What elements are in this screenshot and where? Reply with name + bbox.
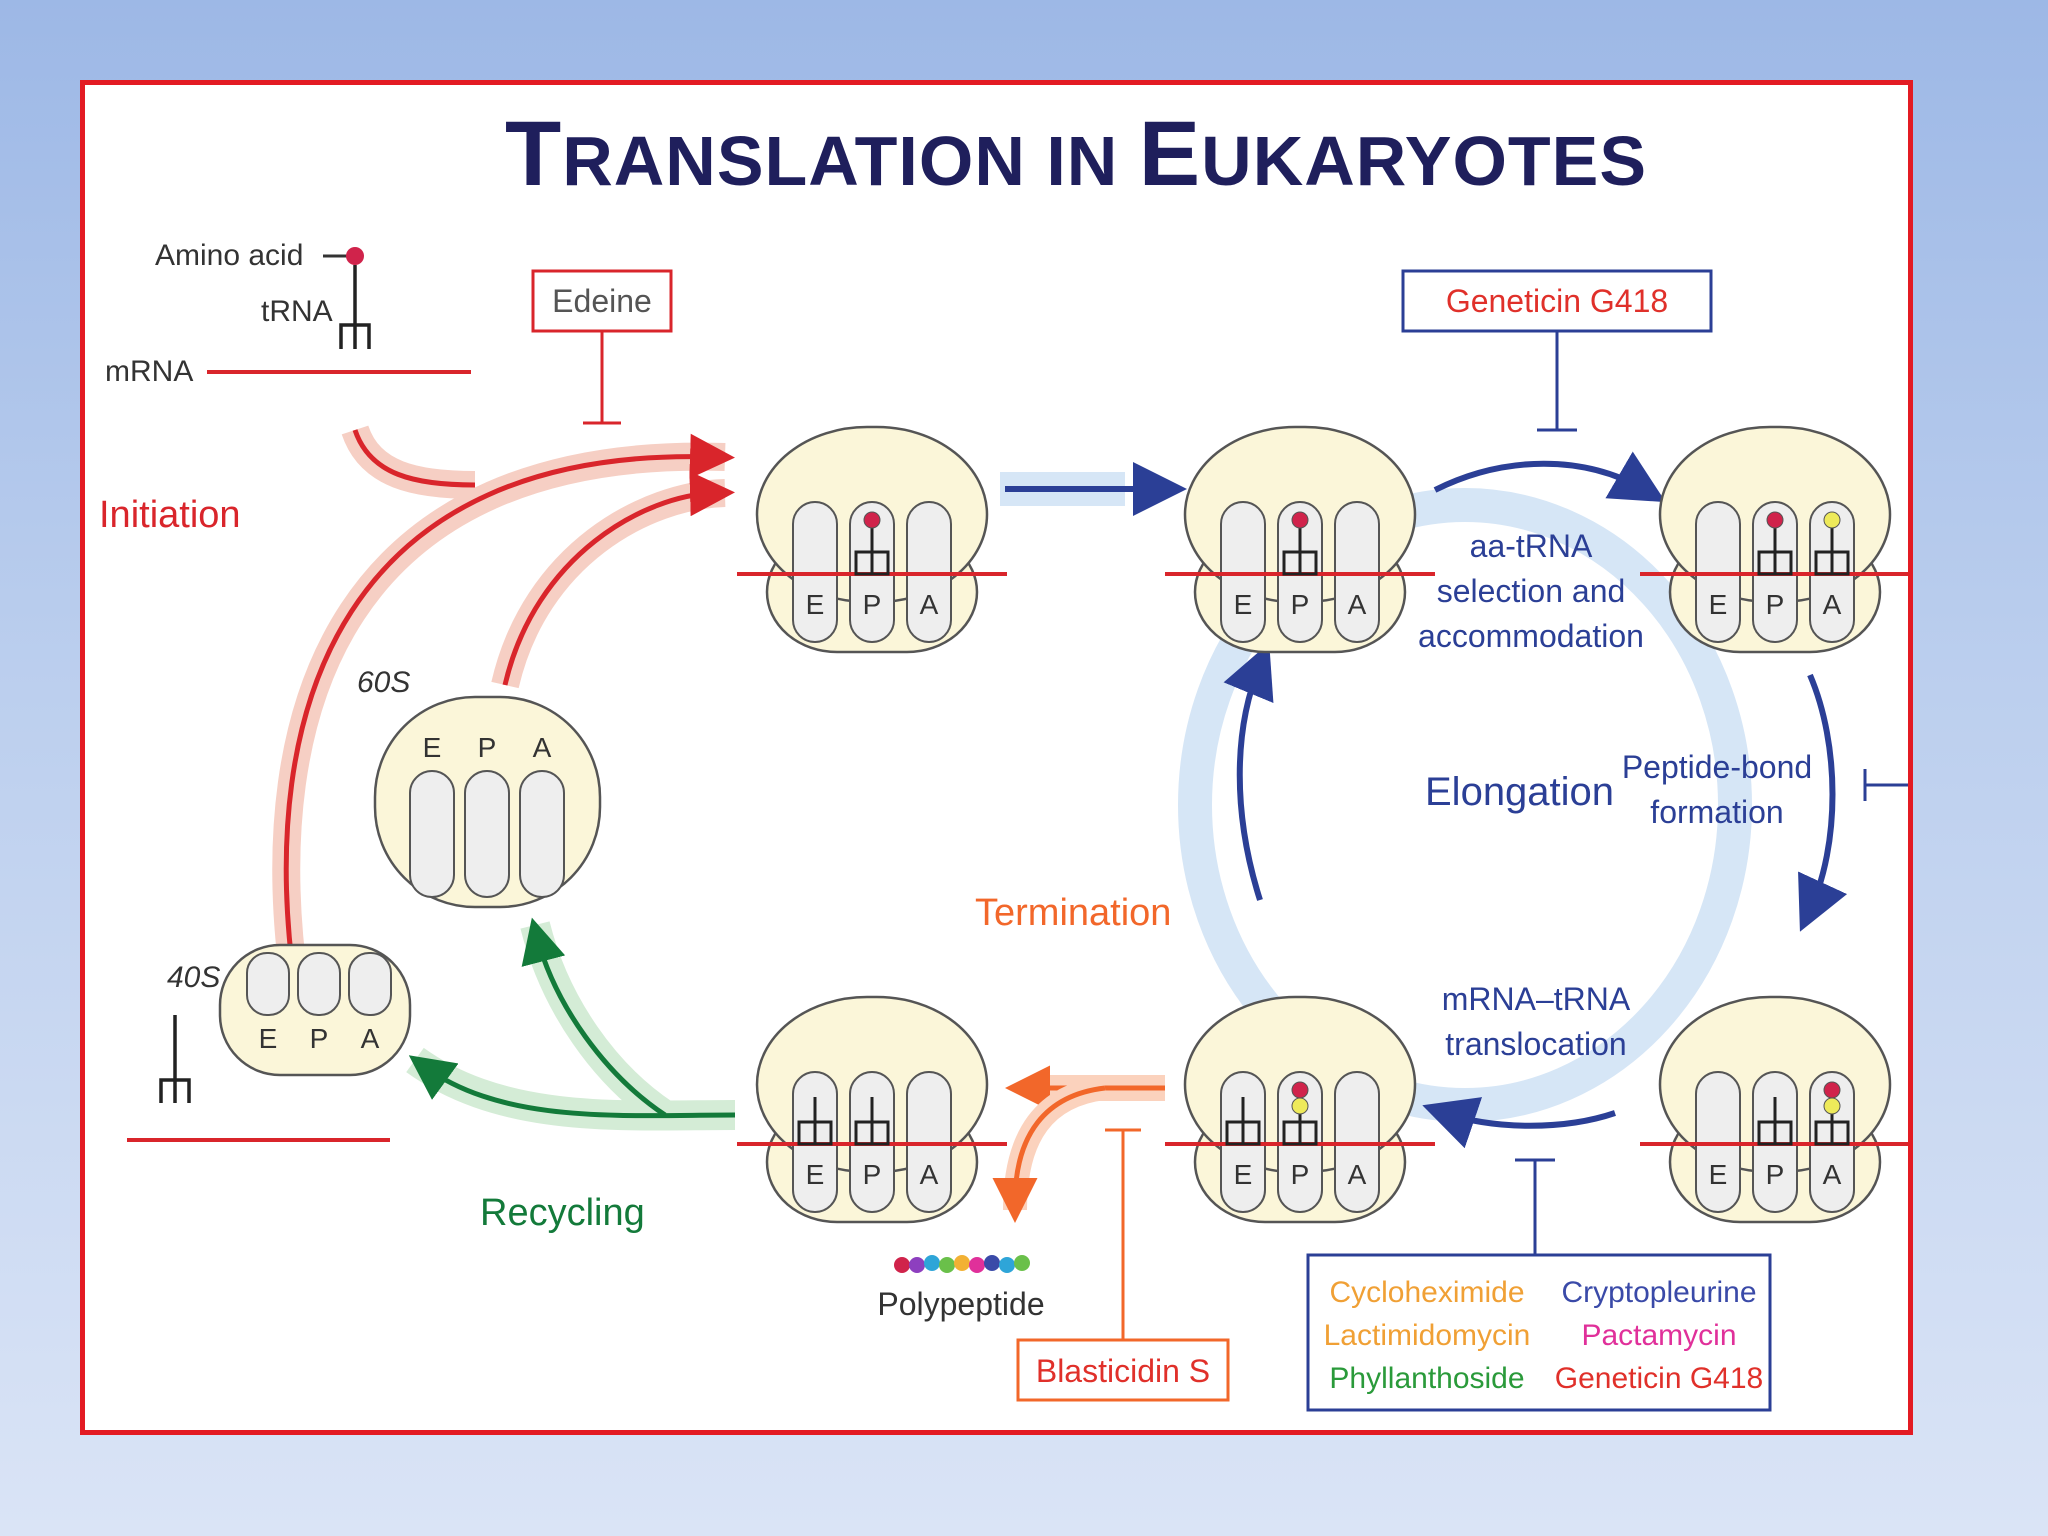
site-label: P <box>863 1159 882 1190</box>
site-label: P <box>1291 1159 1310 1190</box>
legend-trna-label: tRNA <box>261 295 333 328</box>
inhibitor-item: Lactimidomycin <box>1324 1319 1531 1352</box>
svg-text:P: P <box>310 1023 329 1054</box>
blasticidin-label: Blasticidin S <box>1036 1353 1210 1389</box>
inhibitor-item: Geneticin G418 <box>1555 1362 1763 1395</box>
translation-diagram: TRANSLATION IN EUKARYOTES Amino acid tRN… <box>99 103 1908 1412</box>
subunit-40s: 40S E P A <box>127 943 412 1142</box>
elongation-arrows <box>1005 451 1848 1149</box>
site-label: E <box>1234 589 1253 620</box>
svg-text:P: P <box>478 732 497 763</box>
peptide-bond-step: Peptide-bond formation <box>1622 749 1812 830</box>
ribosomes: E P A E P A E P A E P A E P A E P A <box>737 425 1908 1224</box>
termination-label: Termination <box>975 892 1171 934</box>
svg-text:formation: formation <box>1650 794 1783 830</box>
svg-text:selection and: selection and <box>1437 573 1626 609</box>
inhibitor-item: Pactamycin <box>1581 1319 1736 1352</box>
recycling-label: Recycling <box>480 1192 645 1234</box>
aa-trna-step: aa-tRNA selection and accommodation <box>1418 528 1644 654</box>
site-label: P <box>1766 1159 1785 1190</box>
site-label: P <box>863 589 882 620</box>
blasticidin-inhibitor: Blasticidin S <box>1016 1128 1230 1402</box>
svg-text:Peptide-bond: Peptide-bond <box>1622 749 1812 785</box>
inhibitor-box: Cycloheximide Cryptopleurine Lactimidomy… <box>1306 1158 1772 1412</box>
elongation-label: Elongation <box>1425 770 1614 814</box>
amino-acid-icon <box>346 247 364 265</box>
svg-text:40S: 40S <box>167 961 220 994</box>
geneticin-top-label: Geneticin G418 <box>1446 283 1668 319</box>
inhibitor-item: Cryptopleurine <box>1561 1276 1756 1309</box>
trna-icon <box>339 323 371 349</box>
svg-text:accommodation: accommodation <box>1418 618 1644 654</box>
site-label: A <box>920 1159 939 1190</box>
page-title: TRANSLATION IN EUKARYOTES <box>505 103 1647 205</box>
svg-text:translocation: translocation <box>1445 1026 1626 1062</box>
site-label: A <box>920 589 939 620</box>
geneticin-top-inhibitor: Geneticin G418 <box>1401 269 1713 432</box>
svg-text:60S: 60S <box>357 666 410 699</box>
site-label: P <box>1291 589 1310 620</box>
amino-acid-icon <box>1291 1097 1309 1115</box>
svg-text:aa-tRNA: aa-tRNA <box>1470 528 1593 564</box>
inhibitor-item: Cycloheximide <box>1329 1276 1524 1309</box>
svg-text:A: A <box>533 732 552 763</box>
site-label: A <box>1348 589 1367 620</box>
amino-acid-icon <box>863 511 881 529</box>
translocation-step: mRNA–tRNA translocation <box>1442 981 1631 1062</box>
recycling-arrows <box>406 917 736 1131</box>
amino-acid-icon <box>1823 1097 1841 1115</box>
edeine-label: Edeine <box>552 283 652 319</box>
edeine-inhibitor: Edeine <box>531 269 673 425</box>
amino-acid-icon <box>1291 1081 1309 1099</box>
site-label: E <box>1709 1159 1728 1190</box>
initiation-arrows <box>272 424 735 989</box>
initiation-label: Initiation <box>99 494 241 536</box>
legend: Amino acid tRNA mRNA <box>105 239 471 388</box>
site-label: P <box>1766 589 1785 620</box>
inhibitor-item: Phyllanthoside <box>1329 1362 1524 1395</box>
svg-text:E: E <box>259 1023 278 1054</box>
amino-acid-icon <box>1766 511 1784 529</box>
subunit-60s: 60S E P A <box>357 666 602 909</box>
legend-amino-acid-label: Amino acid <box>155 239 303 272</box>
legend-mrna-label: mRNA <box>105 355 193 388</box>
peptide-bond-inhibitor <box>1863 769 1908 801</box>
site-label: E <box>1709 589 1728 620</box>
amino-acid-icon <box>1823 1081 1841 1099</box>
site-label: E <box>1234 1159 1253 1190</box>
svg-text:A: A <box>361 1023 380 1054</box>
polypeptide-label: Polypeptide <box>877 1286 1044 1322</box>
polypeptide: Polypeptide <box>877 1255 1045 1322</box>
amino-acid-icon <box>1823 511 1841 529</box>
site-label: E <box>806 1159 825 1190</box>
site-label: A <box>1823 589 1842 620</box>
svg-text:E: E <box>423 732 442 763</box>
trna-icon <box>159 1078 191 1103</box>
site-label: E <box>806 589 825 620</box>
termination-arrows <box>992 1065 1165 1223</box>
site-label: A <box>1348 1159 1367 1190</box>
amino-acid-icon <box>1291 511 1309 529</box>
slide-frame: TRANSLATION IN EUKARYOTES Amino acid tRN… <box>80 80 1913 1435</box>
site-label: A <box>1823 1159 1842 1190</box>
svg-text:mRNA–tRNA: mRNA–tRNA <box>1442 981 1631 1017</box>
